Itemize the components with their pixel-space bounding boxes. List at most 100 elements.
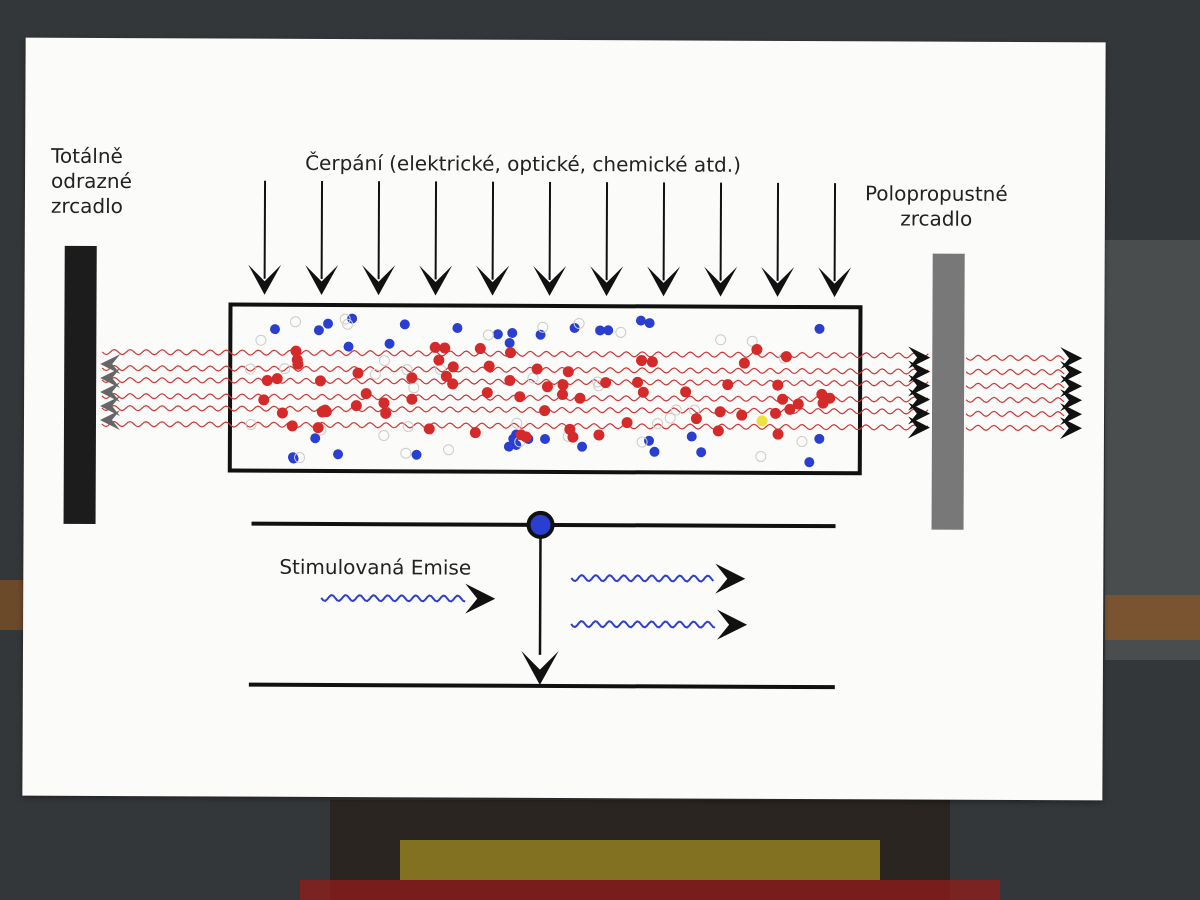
excited-state-atom xyxy=(276,407,288,419)
excited-state-atom xyxy=(539,405,551,417)
reflected-arrow-head-left xyxy=(100,396,121,417)
excited-state-atom xyxy=(447,361,459,373)
excited-state-atom xyxy=(433,354,445,366)
left-mirror-label-line-1: Totálně xyxy=(51,143,123,169)
left-mirror-label-line-3: zrcadlo xyxy=(50,193,124,219)
excited-state-atom xyxy=(514,391,526,403)
ground-state-atom xyxy=(507,327,518,338)
empty-atom-site xyxy=(244,363,256,375)
output-light-wave xyxy=(965,354,1065,362)
partial-mirror-label: Polopropustné zrcadlo xyxy=(865,181,1008,232)
empty-atom-site xyxy=(511,417,523,429)
empty-atom-site xyxy=(378,430,390,442)
empty-atom-site xyxy=(746,335,758,347)
empty-atom-site xyxy=(664,412,676,424)
emitting-atom xyxy=(526,510,555,539)
pump-arrow-head xyxy=(704,266,738,297)
emitted-photon-arrow-head-1 xyxy=(715,563,746,594)
ground-state-atom xyxy=(644,435,655,446)
empty-atom-site xyxy=(402,421,414,433)
background-window-frame xyxy=(1105,240,1200,660)
empty-atom-site xyxy=(342,318,354,330)
output-arrow-head xyxy=(1060,389,1083,412)
output-light-wave xyxy=(965,396,1065,404)
excited-state-atom xyxy=(600,377,612,389)
empty-atom-site xyxy=(537,321,549,333)
excited-state-atom xyxy=(531,363,543,375)
lower-energy-level xyxy=(248,682,835,690)
ground-state-atom xyxy=(696,447,707,458)
excited-state-atom xyxy=(637,386,649,398)
incident-photon-arrow-head xyxy=(465,583,496,614)
pump-arrow-head xyxy=(419,265,453,296)
reflected-arrow-head-left xyxy=(100,382,121,403)
excited-state-atom xyxy=(632,376,644,388)
empty-atom-site xyxy=(715,334,727,346)
pump-arrow-head xyxy=(533,265,567,296)
ground-state-atom xyxy=(577,441,588,452)
excited-state-atom xyxy=(567,431,579,443)
excited-state-atom xyxy=(469,427,481,439)
empty-atom-site xyxy=(615,326,627,338)
emitted-photon-wave-1 xyxy=(570,574,715,583)
empty-atom-site xyxy=(400,447,412,459)
excited-state-atom xyxy=(504,374,516,386)
laser-light-wave xyxy=(101,404,929,415)
excited-state-atom xyxy=(621,417,633,429)
excited-state-atom xyxy=(770,407,782,419)
excited-state-atom xyxy=(447,378,459,390)
reflected-arrow-head-left xyxy=(99,410,121,431)
excited-state-atom xyxy=(380,407,392,419)
output-arrow-head xyxy=(1060,347,1083,370)
ground-state-atom xyxy=(504,337,515,348)
incident-photon-wave xyxy=(320,593,466,603)
output-arrow-head xyxy=(1059,417,1082,440)
empty-atom-site xyxy=(255,334,267,346)
excited-state-atom xyxy=(439,342,451,354)
gain-medium xyxy=(227,302,863,476)
output-arrow-head xyxy=(1060,375,1083,398)
pump-arrow-head xyxy=(761,266,795,297)
excited-state-atom xyxy=(312,422,324,434)
empty-atom-site xyxy=(573,317,585,329)
highlighted-atom xyxy=(756,415,768,427)
ground-state-atom xyxy=(649,446,660,457)
empty-atom-site xyxy=(755,450,767,462)
empty-atom-site xyxy=(245,419,257,431)
excited-state-atom xyxy=(738,357,750,369)
pump-arrow-head xyxy=(590,266,624,297)
ground-state-atom xyxy=(595,325,606,336)
output-light-wave xyxy=(965,410,1065,418)
empty-atom-site xyxy=(482,329,494,341)
excited-state-atom xyxy=(319,404,331,416)
background-red-strip xyxy=(300,880,1000,900)
ground-state-atom xyxy=(399,319,410,330)
ground-state-atom xyxy=(635,315,646,326)
total-reflect-mirror xyxy=(63,245,97,524)
excited-state-atom xyxy=(286,420,298,432)
output-arrow-head xyxy=(1060,361,1083,384)
excited-state-atom xyxy=(474,343,486,355)
ground-state-atom xyxy=(603,325,614,336)
right-mirror-label-line-2: zrcadlo xyxy=(900,206,973,231)
stimulated-emission-label: Stimulovaná Emise xyxy=(279,554,472,580)
excited-state-atom xyxy=(481,387,493,399)
ground-state-atom xyxy=(644,318,655,329)
excited-state-atom xyxy=(378,397,390,409)
excited-state-atom xyxy=(557,379,569,391)
pumping-title: Čerpání (elektrické, optické, chemické a… xyxy=(305,150,741,177)
ground-state-atom xyxy=(492,329,503,340)
excited-state-atom xyxy=(690,413,702,425)
laser-diagram xyxy=(63,180,1083,690)
excited-state-atom xyxy=(292,358,304,370)
excited-state-atom xyxy=(360,388,372,400)
excited-state-atom xyxy=(780,351,792,363)
excited-state-atom xyxy=(562,366,574,378)
output-light-wave xyxy=(965,382,1065,390)
emitted-photon-wave-2 xyxy=(570,620,716,629)
excited-state-atom xyxy=(429,341,441,353)
output-arrow-head xyxy=(1059,403,1083,426)
pump-arrow-head xyxy=(476,265,510,296)
reflected-arrow-head-left xyxy=(100,368,121,389)
ground-state-atom xyxy=(343,341,354,352)
